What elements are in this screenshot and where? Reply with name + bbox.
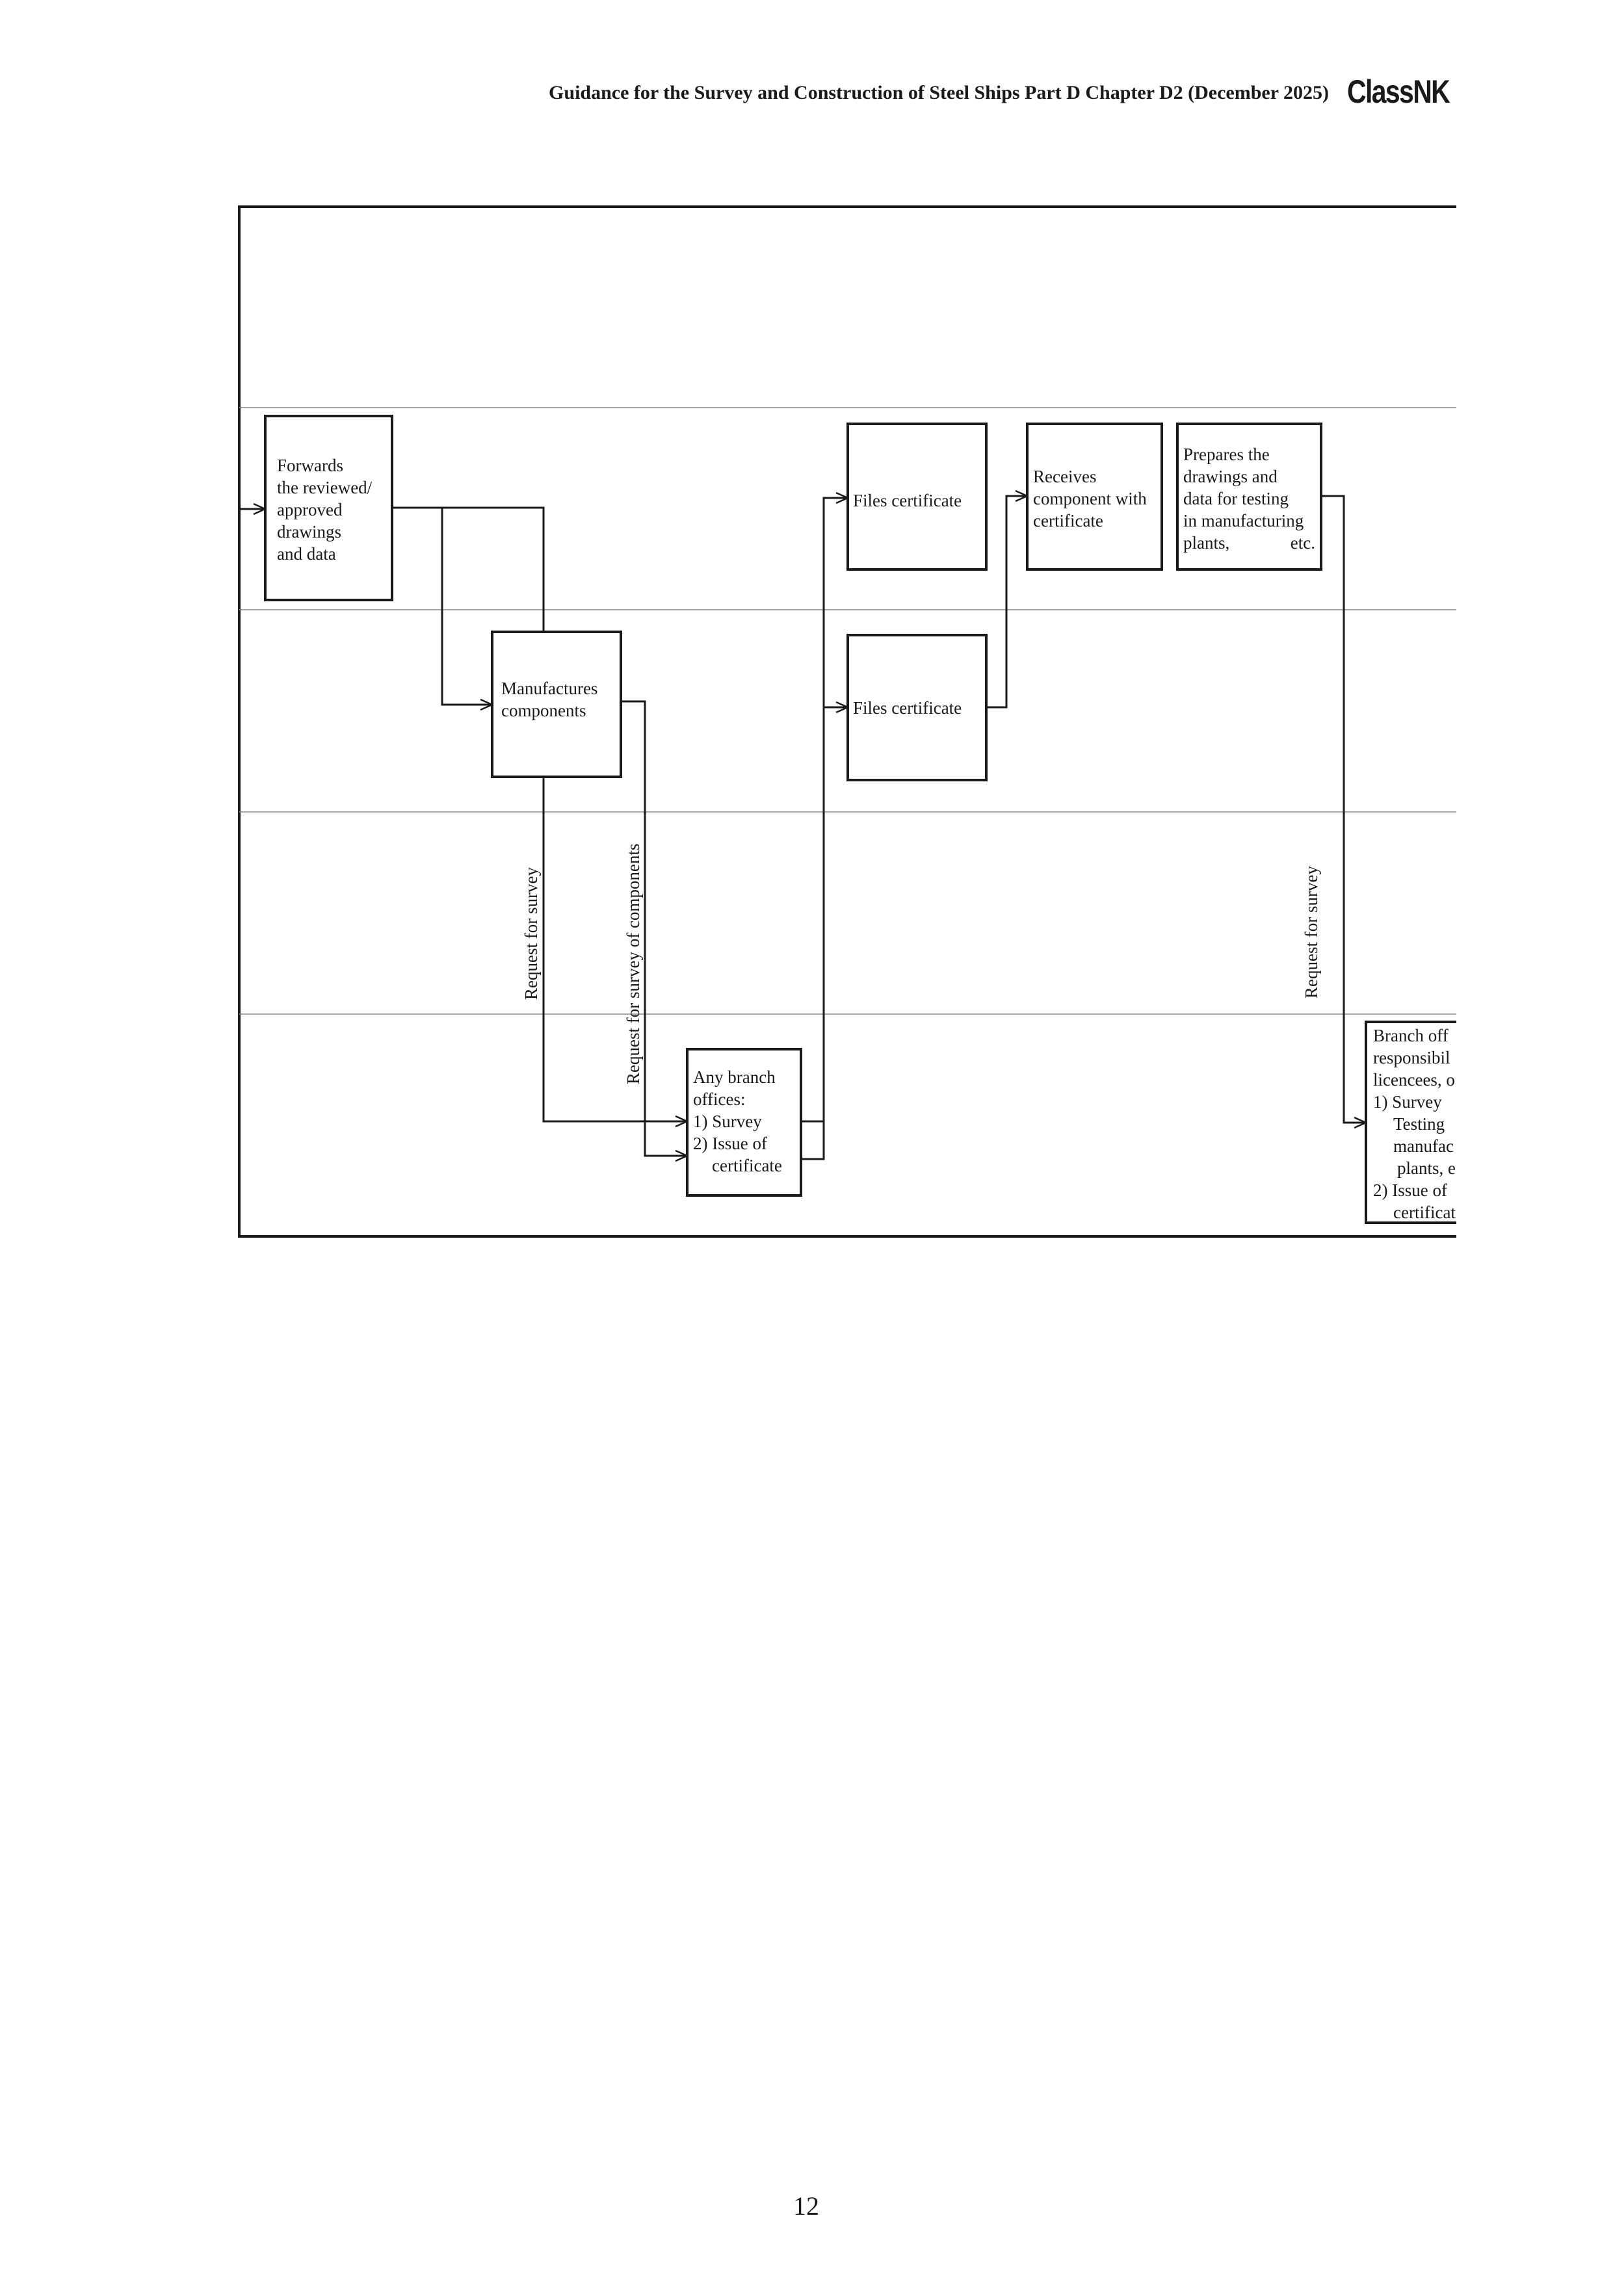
arrow-request-survey-2 [1321, 495, 1366, 1123]
text-any-branch-offices: Any branch offices: 1) Survey 2) Issue o… [693, 1067, 782, 1175]
arrow-request-components [621, 700, 687, 1156]
text-branch-office-responsible: Branch off responsibil licencees, o 1) S… [1373, 1026, 1460, 1222]
page-number: 12 [793, 2191, 819, 2221]
text-forwards: Forwards the reviewed/ approved drawings… [277, 456, 376, 564]
text-receives-component: Receives component with certificate [1033, 467, 1151, 530]
label-request-for-survey-1: Request for survey [521, 867, 541, 1000]
page-header-title: Guidance for the Survey and Construction… [549, 82, 1329, 103]
text-manufactures-components: Manufactures components [501, 679, 602, 720]
box-forwards-drawings [264, 415, 393, 601]
arrow-branch-to-files-mid [801, 707, 848, 1160]
text-files-certificate-top: Files certificate [853, 491, 962, 510]
box-files-certificate-mid [846, 634, 988, 781]
box-files-certificate-top [846, 423, 988, 571]
arrow-files-mid-to-receives [986, 496, 1027, 709]
arrow-forwards-to-manufactures [441, 508, 492, 705]
label-request-for-survey-2: Request for survey [1302, 866, 1321, 998]
text-prepares-drawings: Prepares the drawings and data for testi… [1183, 445, 1315, 553]
line-forwards-out [392, 506, 545, 632]
diagram-frame [238, 205, 1456, 1238]
lane-separators [239, 407, 1456, 1015]
text-files-certificate-mid: Files certificate [853, 698, 962, 718]
classnk-logo: ClassNK [1347, 73, 1450, 110]
box-prepares-drawings [1176, 423, 1322, 571]
label-request-for-survey-of-components: Request for survey of components [623, 844, 643, 1084]
arrow-request-survey-1 [542, 777, 687, 1121]
box-manufactures-components [491, 631, 622, 778]
box-any-branch-offices [686, 1048, 802, 1197]
